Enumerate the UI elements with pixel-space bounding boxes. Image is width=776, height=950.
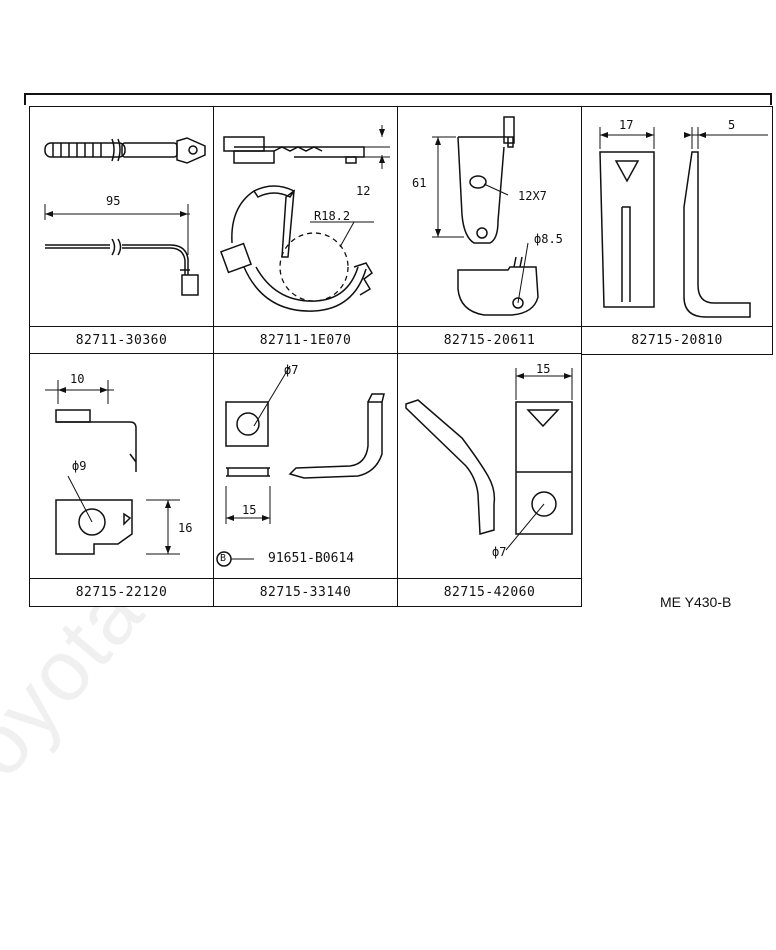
bent-clip-drawing [405,368,573,551]
dim-label: ф7 [492,545,507,559]
frame-left-tick [24,93,26,105]
frame-right-tick [770,93,772,105]
dim-label: R18.2 [314,209,351,223]
part-cell-1: 95 82711-30360 [29,106,214,355]
dim-label: ф9 [72,459,87,473]
part-cell-5: 10 ф9 16 82715-22120 [29,353,214,607]
plate-clip-drawing [45,380,180,555]
dim-label: ф7 [284,363,299,377]
callout-part-number: 91651-B0614 [268,551,355,566]
dim-label: 12 [356,184,371,198]
dim-label: 12X7 [518,189,547,203]
dim-label: 10 [70,372,85,386]
diagram-code: ME Y430-B [660,594,732,610]
part-number: 82715-22120 [30,578,213,606]
clip-drawing [599,127,768,318]
part-cell-7: 15 ф7 82715-42060 [397,353,582,607]
part-cell-4: 17 5 82715-20810 [581,106,773,355]
part-number: 82715-20810 [582,326,772,354]
cable-tie-drawing [44,137,206,296]
part-cell-2: 12 R18.2 82711-1E070 [213,106,398,355]
dim-label: 61 [412,176,427,190]
frame-top-line [24,93,772,95]
dim-label: 15 [242,503,257,517]
part-number: 82711-30360 [30,326,213,354]
clamp-drawing [220,125,390,312]
callout-letter: B [220,553,227,564]
bracket-drawing [432,116,539,316]
part-number: 82715-33140 [214,578,397,606]
part-cell-3: 61 12X7 ф8.5 82715-20611 [397,106,582,355]
dim-label: 16 [178,521,193,535]
part-number: 82711-1E070 [214,326,397,354]
dim-label: 95 [106,194,121,208]
dim-label: 15 [536,362,551,376]
dim-label: ф8.5 [534,232,563,246]
part-cell-6: ф7 15 B 91651-B0614 82715-33140 [213,353,398,607]
part-number: 82715-20611 [398,326,581,354]
dim-label: 17 [619,118,634,132]
dim-label: 5 [728,118,736,132]
hook-clip-drawing [216,365,385,567]
part-number: 82715-42060 [398,578,581,606]
